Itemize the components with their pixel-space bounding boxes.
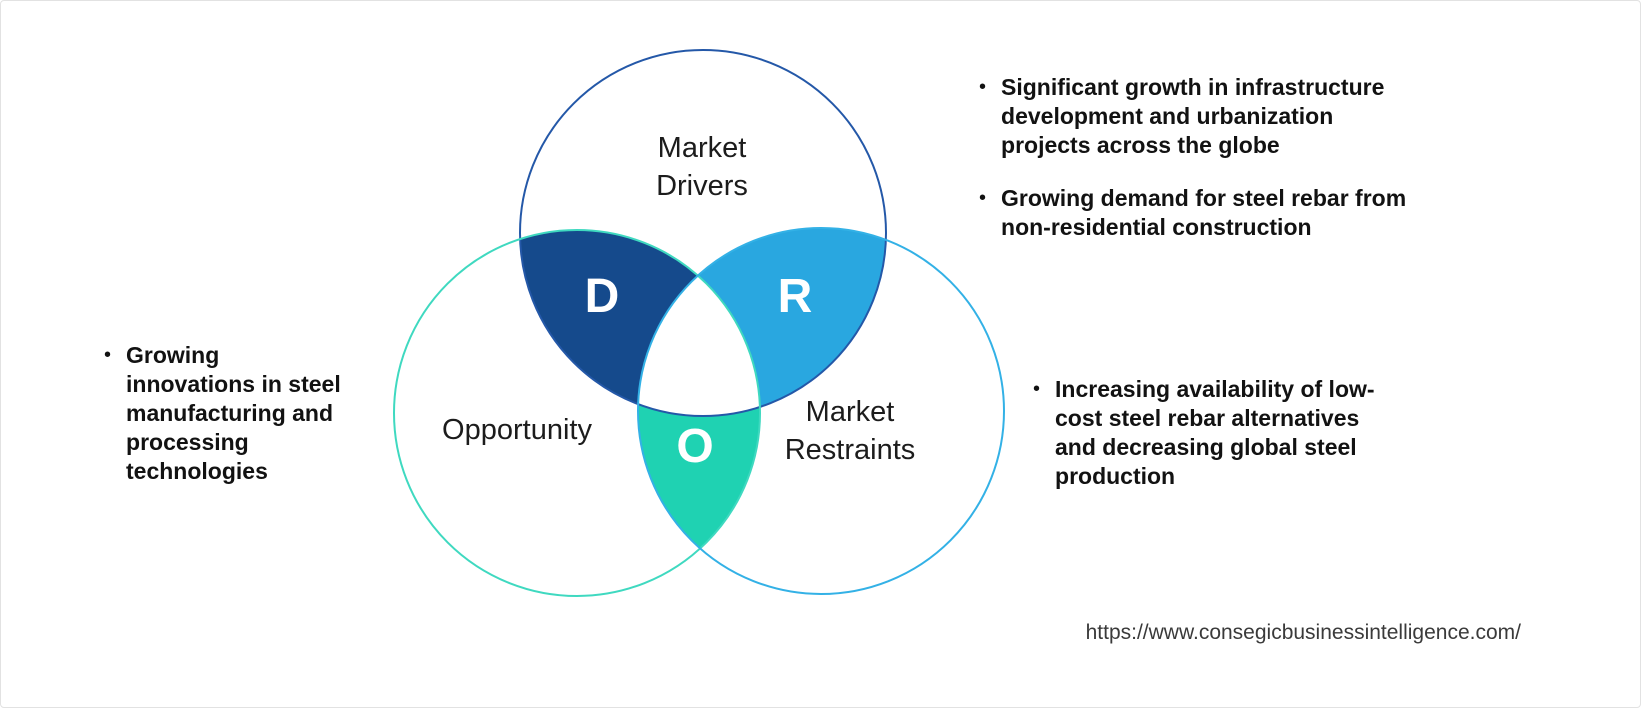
bullet-item: Growing demand for steel rebar from non-…: [979, 184, 1409, 242]
opportunity-circle-label: Opportunity: [442, 414, 592, 446]
bullet-text: Significant growth in infrastructure dev…: [1001, 74, 1385, 158]
opportunity-bullet-list: Growing innovations in steel manufacturi…: [104, 341, 349, 486]
source-url: https://www.consegicbusinessintelligence…: [1085, 621, 1521, 644]
bullet-item: Significant growth in infrastructure dev…: [979, 73, 1409, 160]
bullet-dot: [979, 73, 986, 102]
bullet-text: Increasing availability of low-cost stee…: [1055, 376, 1375, 489]
drivers-circle-label: Market Drivers: [656, 132, 748, 203]
bullet-text: Growing innovations in steel manufacturi…: [126, 342, 341, 484]
drivers-circle: [519, 49, 887, 417]
restraints-circle: [637, 227, 1005, 595]
bullet-dot: [979, 184, 986, 213]
bullet-item: Increasing availability of low-cost stee…: [1033, 375, 1378, 491]
opportunity-circle: [393, 229, 761, 597]
bullet-item: Growing innovations in steel manufacturi…: [104, 341, 349, 486]
restraints-bullet-list: Increasing availability of low-cost stee…: [1033, 375, 1378, 491]
d-lens-letter: D: [584, 270, 620, 323]
restraints-circle-label: Market Restraints: [784, 396, 916, 467]
bullet-dot: [104, 341, 111, 370]
drivers-bullet-list: Significant growth in infrastructure dev…: [979, 73, 1409, 242]
r-lens-letter: R: [777, 270, 813, 323]
bullet-text: Growing demand for steel rebar from non-…: [1001, 185, 1407, 240]
o-lens-letter: O: [676, 420, 714, 473]
bullet-dot: [1033, 375, 1040, 404]
